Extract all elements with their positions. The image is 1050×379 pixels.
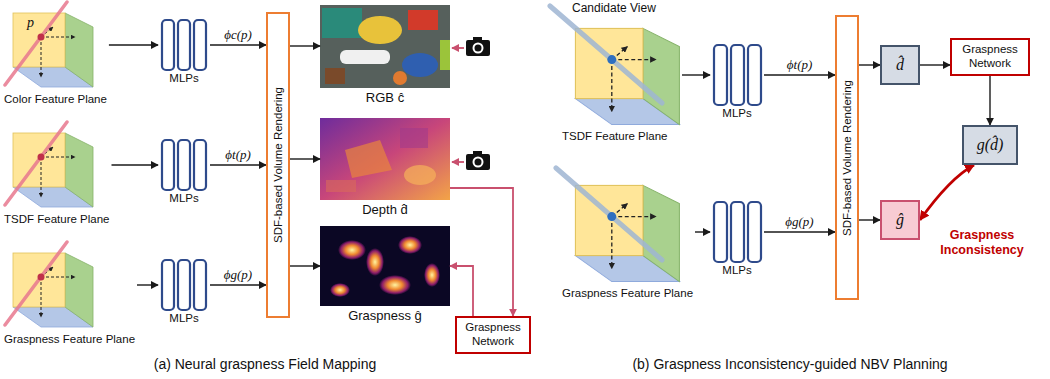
feature-plane: Graspness Feature Plane — [2, 245, 137, 345]
feature-plane: TSDF Feature Plane — [2, 125, 111, 225]
node-label: MLPs — [169, 312, 198, 324]
node-label: RGB ĉ — [366, 90, 404, 105]
node-label: MLPs — [169, 192, 198, 204]
edge-label: ϕg(p) — [223, 267, 253, 283]
node-label: SDF-based Volume Rendering — [841, 80, 853, 236]
mlp-block: MLPs — [710, 43, 764, 119]
caption: (a) Neural graspness Field Mapping — [154, 356, 377, 372]
node-label: Graspness Network — [956, 43, 1024, 71]
connector — [695, 231, 710, 232]
image-panel: Depth d̂ — [320, 118, 450, 217]
connector — [682, 74, 710, 75]
mlp-block: MLPs — [158, 18, 210, 84]
depth-image — [320, 118, 450, 200]
mlp-bars — [714, 45, 761, 262]
sample-point — [38, 34, 45, 41]
node-label: Depth d̂ — [362, 202, 408, 217]
node-label: MLPs — [169, 72, 198, 84]
tri-plane — [13, 133, 93, 207]
graspness-image — [320, 226, 450, 306]
candidate-ray — [550, 6, 662, 103]
image-panel: RGB ĉ — [320, 5, 450, 105]
connector — [112, 164, 159, 165]
tsdf-feature-plane — [5, 122, 93, 207]
mlp-block: MLPs — [158, 258, 210, 324]
rgb-image — [320, 5, 450, 88]
connector — [764, 74, 835, 75]
connector — [989, 76, 990, 125]
connector — [859, 219, 880, 220]
feature-plane: Graspness Feature Plane — [560, 175, 695, 299]
node-label: d̂ — [896, 56, 904, 74]
ray — [5, 122, 67, 205]
sample-point — [607, 212, 616, 221]
camera-icon — [466, 151, 490, 170]
render-box: SDF-based Volume Rendering — [835, 15, 859, 300]
connector — [210, 164, 266, 165]
camera-arrow — [452, 47, 464, 49]
node-label: ĝ — [896, 211, 904, 229]
value-box: g(d̂) — [962, 125, 1018, 165]
ray — [5, 2, 67, 85]
edge-label: ϕt(p) — [786, 57, 814, 73]
node-label: MLPs — [722, 264, 751, 276]
view-label: Candidate View — [572, 1, 656, 15]
tri-plane — [13, 13, 93, 87]
node-label: SDF-based Volume Rendering — [272, 87, 284, 243]
edge-label: ϕc(p) — [223, 27, 253, 43]
node-label: MLPs — [722, 107, 751, 119]
node-label: TSDF Feature Plane — [562, 130, 667, 142]
node-label: Graspness ĝ — [348, 308, 422, 323]
feature-plane: Color Feature Plane — [2, 5, 109, 105]
camera-arrow — [452, 161, 464, 163]
edge-label: ϕt(p) — [224, 147, 252, 163]
connector — [764, 231, 835, 232]
value-box: ĝ — [880, 200, 920, 240]
point-label: p — [27, 15, 34, 31]
network-box: Graspness Network — [455, 316, 531, 354]
node-label: Graspness Feature Plane — [562, 287, 693, 299]
ray — [5, 242, 67, 325]
connector — [109, 44, 158, 45]
node-label: Color Feature Plane — [4, 93, 107, 105]
image-panel: Graspness ĝ — [320, 226, 450, 323]
mlp-block: MLPs — [158, 138, 210, 204]
connector — [859, 64, 880, 65]
connector — [137, 284, 158, 285]
color-feature-plane — [5, 2, 93, 87]
caption: (b) Graspness Inconsistency-guided NBV P… — [632, 356, 947, 372]
node-label: g(d̂) — [977, 136, 1004, 154]
graspness-feature-plane — [5, 242, 93, 327]
connector — [210, 44, 266, 45]
tri-plane — [13, 253, 93, 327]
connector — [210, 284, 266, 285]
mlp-bars — [162, 20, 206, 310]
edge-label: Graspness Inconsistency — [932, 228, 1032, 258]
feature-plane: TSDF Feature Plane — [560, 18, 682, 142]
network-box: Graspness Network — [950, 38, 1030, 76]
connector — [290, 158, 320, 159]
node-label: TSDF Feature Plane — [4, 213, 109, 225]
connector — [450, 266, 473, 316]
sample-point — [38, 154, 45, 161]
sample-point — [607, 55, 616, 64]
node-label: Graspness Network — [461, 321, 525, 349]
camera-icon — [466, 37, 490, 56]
value-box: d̂ — [880, 45, 920, 85]
edge-label: ϕg(p) — [784, 214, 814, 230]
connector — [450, 188, 513, 316]
node-label: Graspness Feature Plane — [4, 333, 135, 345]
render-box: SDF-based Volume Rendering — [266, 12, 290, 318]
connector — [920, 165, 974, 220]
connector — [290, 265, 320, 266]
connector — [920, 64, 950, 65]
candidate-ray — [556, 168, 662, 260]
connector — [290, 45, 320, 46]
mlp-block: MLPs — [710, 200, 764, 276]
sample-point — [38, 274, 45, 281]
